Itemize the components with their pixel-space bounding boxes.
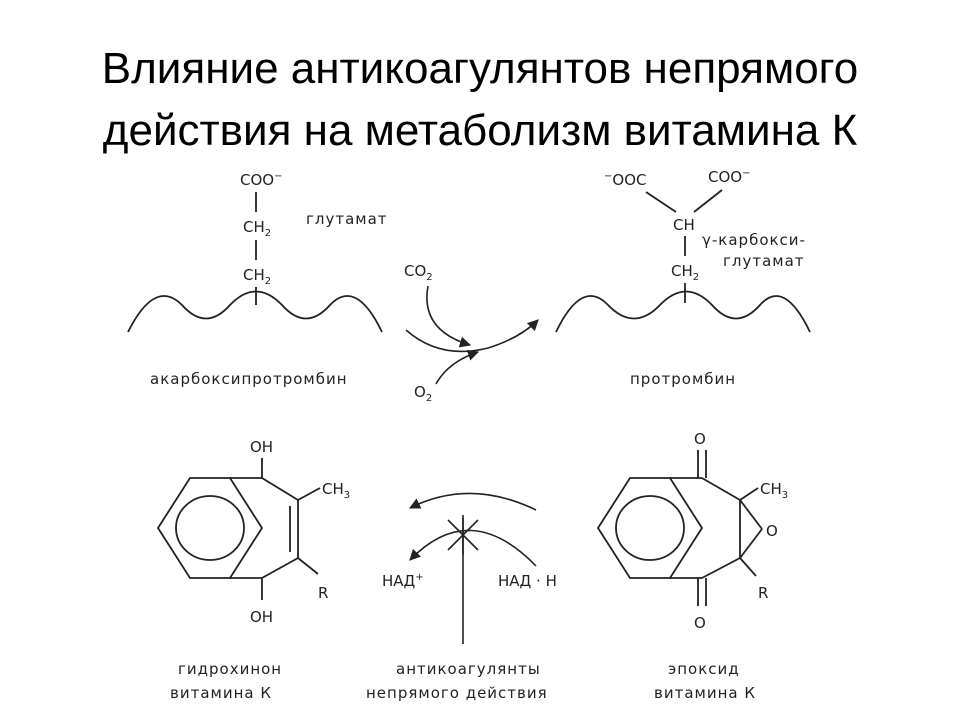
oh-group-bottom: OH <box>250 608 273 626</box>
epoxide-label-line2: витамина К <box>654 684 756 702</box>
glutamate-structure: COO− CH2 CH2 глутамат <box>240 171 388 305</box>
epoxide-structure: O O O CH3 R <box>596 430 788 632</box>
ch3-group: CH3 <box>322 480 350 501</box>
nadh-label: НАД · Н <box>498 572 557 590</box>
ch2-group: CH2 <box>243 266 271 287</box>
ch3-group: CH3 <box>760 480 788 501</box>
glutamate-label: глутамат <box>723 252 805 270</box>
ooc-group: −OOC <box>604 171 646 189</box>
slide-title-line1: Влияние антикоагулянтов непрямого <box>101 44 859 93</box>
hydroquinone-structure: OH OH CH3 R <box>156 438 350 626</box>
r-group: R <box>318 584 328 602</box>
carboxylation-arrows: CO2 O2 <box>404 262 539 404</box>
ch2-group: CH2 <box>243 218 271 239</box>
o-group-bottom: O <box>694 614 706 632</box>
protein-chain-left <box>127 290 383 333</box>
anticoagulants-label-line2: непрямого действия <box>366 684 548 702</box>
epoxide-o: O <box>766 522 778 540</box>
carboxyglutamate-structure: −OOC COO− CH CH2 γ-карбокси- глутамат <box>604 168 806 303</box>
slide-title-line2: действия на метаболизм витамина К <box>102 106 858 155</box>
oh-group-top: OH <box>250 438 273 456</box>
o-group-top: O <box>694 430 706 448</box>
hydroquinone-label-line1: гидрохинон <box>178 660 282 678</box>
coo-group: COO− <box>240 171 282 189</box>
coo-group: COO− <box>708 168 750 186</box>
protein-chain-right <box>555 290 811 333</box>
vitamin-k-cycle-arrows: НАД+ НАД · Н <box>382 492 557 644</box>
ch-group: CH <box>673 216 695 234</box>
glutamate-label: глутамат <box>306 210 388 228</box>
anticoagulants-label-line1: антикоагулянты <box>396 660 541 678</box>
hydroquinone-label-line2: витамина К <box>170 684 272 702</box>
slide-title: Влияние антикоагулянтов непрямого действ… <box>0 38 960 162</box>
r-group: R <box>758 584 768 602</box>
co2-label: CO2 <box>404 262 433 283</box>
acarboxyprothrombin-label: акарбоксипротромбин <box>150 370 348 388</box>
prothrombin-label: протромбин <box>630 370 736 388</box>
nad-plus-label: НАД+ <box>382 572 424 590</box>
ch2-group: CH2 <box>671 262 699 283</box>
gamma-carboxy-label: γ-карбокси- <box>702 231 806 249</box>
o2-label: O2 <box>414 383 432 404</box>
epoxide-label-line1: эпоксид <box>668 660 740 678</box>
